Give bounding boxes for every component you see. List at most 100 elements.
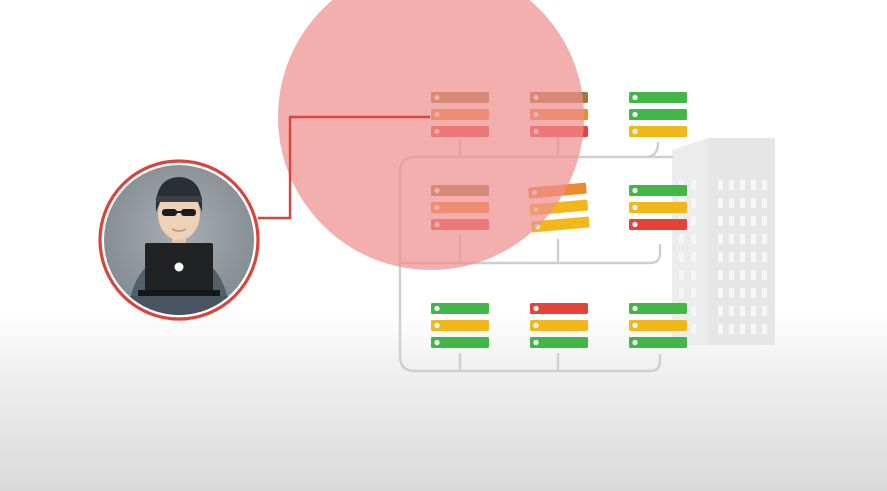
server-unit (431, 303, 489, 314)
server-rack-r3-c1 (431, 303, 489, 348)
server-led (632, 128, 638, 135)
hacker-beanie (155, 177, 203, 212)
building-window (740, 180, 745, 190)
building-window (740, 306, 745, 316)
server-led (632, 187, 638, 194)
building-window (740, 198, 745, 208)
server-unit (629, 202, 687, 213)
server-led (533, 339, 539, 346)
building-window (718, 306, 723, 316)
server-led (434, 339, 440, 346)
server-unit (629, 337, 687, 348)
building-window (718, 180, 723, 190)
connector-line (398, 243, 662, 265)
server-unit (629, 303, 687, 314)
server-unit (629, 185, 687, 196)
building-window (762, 180, 767, 190)
attack-path (258, 115, 430, 220)
laptop-base (138, 290, 220, 296)
building-window (691, 252, 696, 262)
building-window (691, 324, 696, 334)
building-window (718, 198, 723, 208)
building-window (729, 252, 734, 262)
building-window (729, 180, 734, 190)
building-window (740, 288, 745, 298)
building-window (751, 180, 756, 190)
building-window (691, 306, 696, 316)
building-window (740, 324, 745, 334)
server-led (533, 305, 539, 312)
building-window (718, 234, 723, 244)
server-unit (629, 320, 687, 331)
server-unit (530, 320, 588, 331)
building-window (740, 216, 745, 226)
server-led (632, 204, 638, 211)
building-window (729, 306, 734, 316)
server-led (632, 221, 638, 228)
building-window (762, 216, 767, 226)
building-window (691, 180, 696, 190)
building-window (762, 234, 767, 244)
server-unit (530, 303, 588, 314)
sunglasses-bridge (176, 211, 182, 213)
building-window (751, 288, 756, 298)
building-window (751, 216, 756, 226)
building-window (740, 252, 745, 262)
building-window (762, 324, 767, 334)
hacker-mouth (171, 228, 187, 232)
building-window (729, 288, 734, 298)
server-led (632, 339, 638, 346)
server-unit (431, 337, 489, 348)
laptop-logo (174, 262, 184, 272)
building-window (718, 270, 723, 280)
server-unit (531, 216, 590, 233)
building-window (762, 198, 767, 208)
server-rack-r3-c3 (629, 303, 687, 348)
server-led (434, 322, 440, 329)
building-window (762, 270, 767, 280)
building-window (718, 216, 723, 226)
building-window (691, 288, 696, 298)
sunglasses-left (162, 209, 177, 216)
building-window (679, 270, 684, 280)
building-window (691, 270, 696, 280)
server-rack-r1-c3 (629, 92, 687, 137)
server-rack-r2-c3 (629, 185, 687, 230)
building-window (729, 270, 734, 280)
building-window (679, 234, 684, 244)
server-unit (530, 337, 588, 348)
building-window (718, 288, 723, 298)
building-window (751, 252, 756, 262)
building-window (751, 234, 756, 244)
connector-line (643, 141, 660, 159)
server-unit (629, 126, 687, 137)
building-window (691, 234, 696, 244)
threat-zone-circle (278, 0, 584, 270)
building-window (679, 252, 684, 262)
server-led (533, 322, 539, 329)
beanie-band (156, 196, 202, 202)
server-led (632, 94, 638, 101)
server-led (632, 322, 638, 329)
building-window (729, 216, 734, 226)
attack-line (258, 115, 430, 220)
server-led (632, 305, 638, 312)
server-unit (629, 109, 687, 120)
building-window (718, 324, 723, 334)
building-window (740, 234, 745, 244)
building-window (691, 216, 696, 226)
office-building (672, 138, 775, 345)
building-window (691, 198, 696, 208)
building-window (740, 270, 745, 280)
building-window (762, 306, 767, 316)
building-window (729, 198, 734, 208)
building-window (729, 324, 734, 334)
hacker-with-laptop-icon (104, 165, 254, 315)
building-window (751, 324, 756, 334)
server-led (434, 305, 440, 312)
connector-line (398, 170, 662, 373)
building-window (751, 306, 756, 316)
building-window (729, 234, 734, 244)
